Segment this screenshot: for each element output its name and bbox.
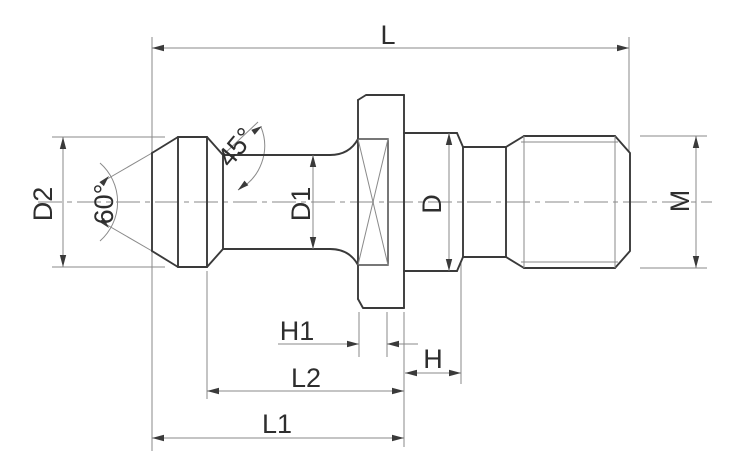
- flange-groove: [357, 138, 389, 266]
- chamfer-angle-dimension: [222, 121, 266, 191]
- dim-label-H: H: [423, 344, 443, 374]
- dimension-lines: [59, 44, 700, 442]
- flange-outline: [357, 94, 405, 309]
- dim-label-L1: L1: [262, 409, 292, 439]
- dim-label-60deg: 60°: [89, 184, 119, 225]
- cone-angle-dimension: [99, 152, 153, 252]
- chamfer-angle-arrow-bottom: [238, 180, 249, 190]
- dim-label-M: M: [665, 190, 695, 213]
- extension-lines: [52, 37, 707, 451]
- thread-end-outline: [403, 132, 631, 272]
- dim-label-D: D: [417, 194, 447, 214]
- chamfer-angle-arrow-top: [251, 126, 262, 135]
- dim-label-D2: D2: [28, 187, 58, 222]
- dim-label-L: L: [380, 20, 395, 50]
- cone-angle-arrow-top: [99, 176, 109, 187]
- dim-label-H1: H1: [280, 316, 315, 346]
- pull-stud-head-outline: [151, 136, 224, 268]
- cone-angle-arrow-bottom: [99, 217, 109, 228]
- dim-label-L2: L2: [291, 363, 321, 393]
- dim-label-D1: D1: [286, 187, 316, 222]
- thread-minor-diameter-lines: [521, 136, 618, 268]
